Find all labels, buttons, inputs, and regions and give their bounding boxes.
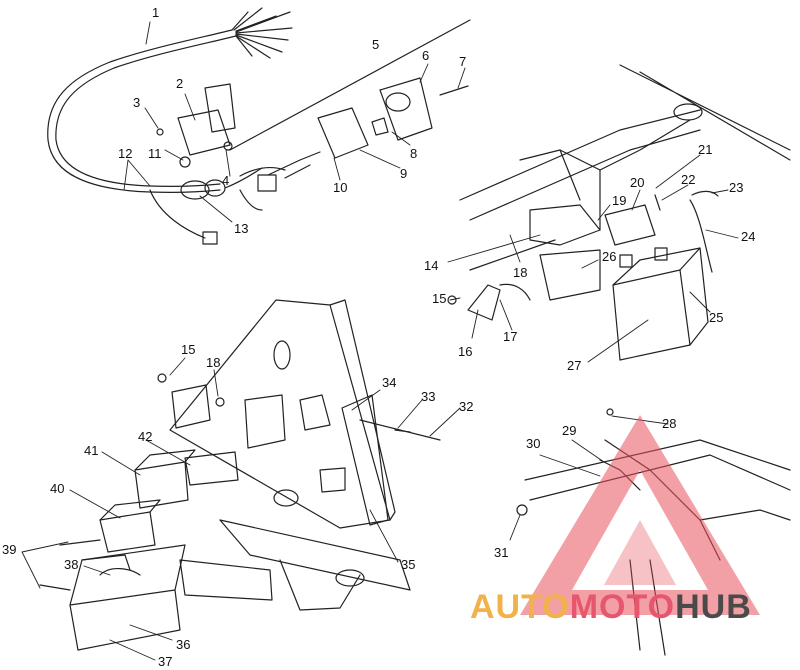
callout-37: 37	[158, 654, 173, 669]
callout-8: 8	[410, 146, 418, 161]
callout-30: 30	[526, 436, 541, 451]
leader-lines	[21, 21, 739, 661]
callout-40: 40	[50, 481, 65, 496]
watermark-logo: AUTOMOTOHUB	[470, 588, 752, 626]
callout-21: 21	[698, 142, 713, 157]
callout-42: 42	[138, 429, 153, 444]
callout-23: 23	[729, 180, 744, 195]
callout-31: 31	[494, 545, 509, 560]
tail-light-assembly	[229, 19, 471, 192]
wiring-harness	[47, 7, 293, 245]
callout-12: 12	[118, 146, 133, 161]
callout-2: 2	[176, 76, 184, 91]
callout-13: 13	[234, 221, 249, 236]
callout-10: 10	[333, 180, 348, 195]
callout-3: 3	[133, 95, 141, 110]
callout-4: 4	[222, 173, 230, 188]
callout-28: 28	[662, 416, 677, 431]
callout-18-lower: 18	[206, 355, 221, 370]
battery-assembly	[604, 190, 719, 361]
callout-34: 34	[382, 375, 397, 390]
front-frame	[69, 519, 411, 651]
callout-20: 20	[630, 175, 645, 190]
callout-15-upper: 15	[432, 291, 447, 306]
callout-24: 24	[741, 229, 756, 244]
center-panel	[169, 299, 441, 529]
callout-38: 38	[64, 557, 79, 572]
callout-9: 9	[400, 166, 408, 181]
mounting-plate-assembly	[156, 83, 236, 168]
callout-22: 22	[681, 172, 696, 187]
callout-6: 6	[422, 48, 430, 63]
callout-32: 32	[459, 399, 474, 414]
side-bracket	[447, 283, 531, 321]
callout-16: 16	[458, 344, 473, 359]
callout-27: 27	[567, 358, 582, 373]
callout-33: 33	[421, 389, 436, 404]
callout-11: 11	[148, 146, 162, 161]
rear-frame	[459, 64, 791, 301]
callout-1: 1	[152, 5, 160, 20]
callout-35: 35	[401, 557, 416, 572]
callout-19: 19	[612, 193, 627, 208]
callout-18-upper: 18	[513, 265, 528, 280]
callout-25: 25	[709, 310, 724, 325]
callout-14: 14	[424, 258, 439, 273]
callout-41: 41	[84, 443, 99, 458]
callout-29: 29	[562, 423, 577, 438]
callout-15-lower: 15	[181, 342, 196, 357]
callout-5: 5	[372, 37, 380, 52]
callout-26: 26	[602, 249, 617, 264]
callout-7: 7	[459, 54, 467, 69]
callout-36: 36	[176, 637, 191, 652]
callout-17: 17	[503, 329, 518, 344]
callout-39: 39	[2, 542, 17, 557]
